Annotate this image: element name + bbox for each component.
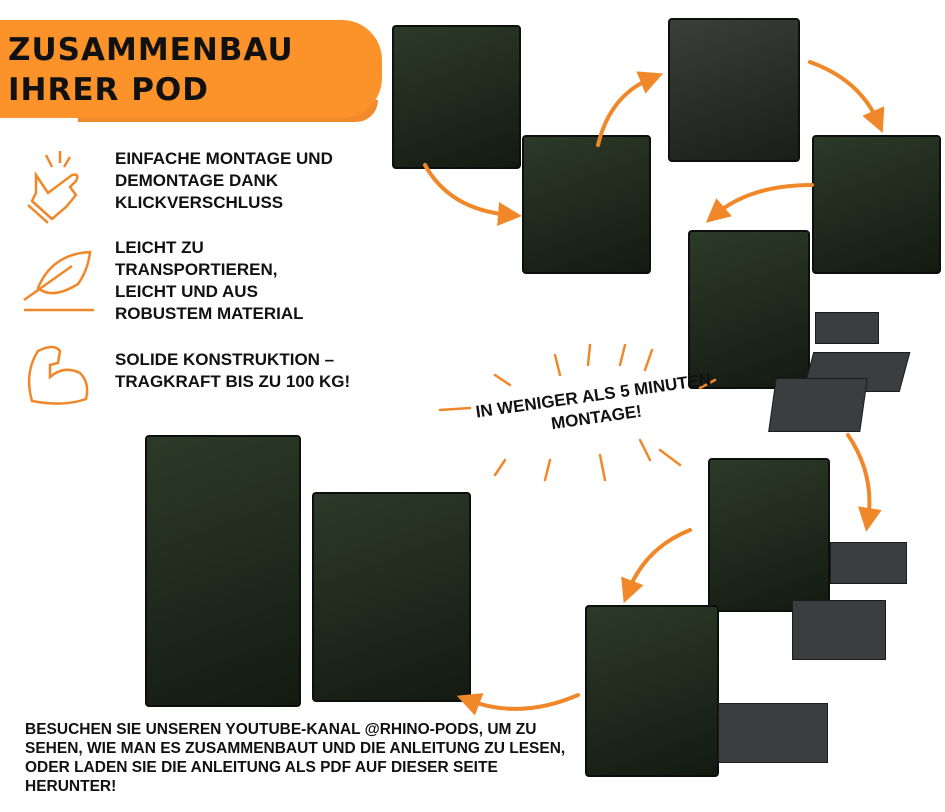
arrow-icon	[423, 163, 522, 226]
page-title: ZUSAMMENBAU IHRER POD	[8, 30, 294, 110]
arrow-icon	[808, 60, 885, 134]
feather-icon	[23, 250, 94, 312]
feature-text-1: EINFACHE MONTAGE UND DEMONTAGE DANK KLIC…	[115, 149, 333, 212]
arrow-icon	[456, 693, 580, 716]
burst-lines-icon	[438, 343, 717, 482]
pod-lid-panel	[815, 312, 879, 344]
pod-final-closed-image	[312, 492, 471, 702]
pod-step-7-image	[585, 605, 719, 777]
arrow-icon	[705, 183, 814, 223]
feature-text-2: LEICHT ZU TRANSPORTIEREN, LEICHT UND AUS…	[115, 238, 304, 323]
hand-click-icon	[27, 151, 79, 224]
pod-final-open-image	[145, 435, 301, 707]
title-line-1: ZUSAMMENBAU	[8, 32, 294, 68]
pod-step-5-image	[688, 230, 810, 389]
muscle-arm-icon	[27, 345, 89, 405]
pod-step-4-image	[812, 135, 941, 274]
feature-text-3: SOLIDE KONSTRUKTION – TRAGKRAFT BIS ZU 1…	[115, 350, 351, 391]
pod-step-3-image	[668, 18, 800, 162]
pod-step-1-image	[392, 25, 521, 169]
pod-step-2-image	[522, 135, 651, 274]
arrow-icon	[621, 528, 692, 604]
pod-lid-panel	[718, 703, 828, 763]
pod-lid-panel	[830, 542, 907, 584]
title-line-2: IHRER POD	[8, 72, 209, 108]
pod-floor-panel	[792, 600, 886, 660]
arrow-icon	[596, 71, 664, 147]
title-banner	[0, 20, 382, 118]
pod-step-6-image	[708, 458, 830, 612]
footer-text: BESUCHEN SIE UNSEREN YOUTUBE-KANAL @RHIN…	[25, 721, 566, 795]
arrow-icon	[846, 433, 882, 532]
